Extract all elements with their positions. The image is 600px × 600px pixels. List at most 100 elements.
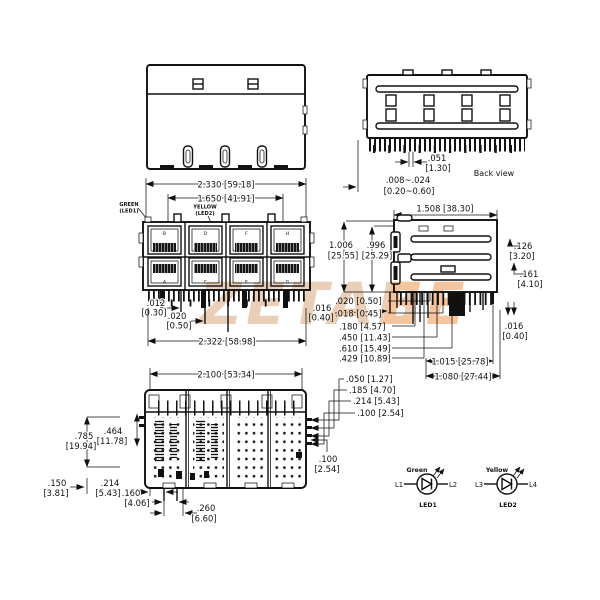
led1-diode-triangle	[421, 477, 433, 491]
back-view-bar-bottom	[375, 122, 519, 130]
side-row-020: .020 [0.50]	[335, 296, 382, 306]
bottom-view-dividers	[185, 390, 271, 488]
top-view-latch-windows	[192, 78, 259, 90]
port-letter: H	[286, 231, 290, 237]
port-letter: D	[204, 231, 208, 237]
side-dim-126: .126	[514, 241, 533, 251]
front-dim-020-mm: [0.50]	[166, 321, 191, 331]
bottom-dim-160: .160	[122, 488, 141, 498]
port-letter: G	[286, 280, 290, 286]
bottom-dim-width: 2.100 [53.34]	[197, 370, 254, 380]
bottom-cascade-214: .214 [5.43]	[353, 396, 400, 406]
bottom-cascade-185: .185 [4.70]	[349, 385, 396, 395]
led2-pin-left: L3	[475, 481, 483, 489]
bottom-dim-214-mm: [5.43]	[95, 488, 120, 498]
side-dim-016-right-mm: [0.40]	[502, 331, 527, 341]
side-dim-1006-mm: [25.55]	[328, 251, 359, 261]
bottom-view-black-pins	[139, 416, 312, 480]
front-led-yellow-ref: (LED2)	[195, 211, 214, 217]
front-dim-width: 2.330 [59.18]	[197, 180, 254, 190]
side-dim-161: .161	[520, 269, 539, 279]
side-dim-996-mm: [25.29]	[362, 251, 393, 261]
side-row-018: .018 [0.45]	[335, 309, 382, 319]
front-dim-020: .020	[168, 311, 187, 321]
bottom-dim-260: .260	[197, 503, 216, 513]
watermark-text-tan: ZETAB	[194, 270, 432, 337]
port-letter: B	[163, 231, 166, 237]
side-view-led-windows	[390, 231, 412, 285]
led1-pin-left: L1	[395, 481, 403, 489]
back-dim-051: .051	[428, 153, 447, 163]
bottom-dim-260-mm: [6.60]	[191, 514, 216, 524]
side-view-slots	[410, 235, 492, 281]
bottom-dim-100-mm: [2.54]	[314, 464, 339, 474]
led1-emission-arrow	[436, 468, 445, 479]
led2-emission-arrow	[516, 468, 525, 479]
bottom-view-coils	[155, 420, 218, 462]
bottom-right-cascade: .050 [1.27] .185 [4.70] .214 [5.43] .100…	[310, 373, 405, 474]
side-view: 1.508 [38.30]	[307, 202, 542, 383]
port-letters: B D F H A C E G	[163, 231, 290, 286]
back-view-slots	[385, 94, 511, 122]
front-view: 2.330 [59.18] 1.650 [41.91] GREEN (LED1)…	[119, 178, 315, 348]
top-view-outline	[146, 64, 306, 170]
side-row-450: .450 [11.43]	[339, 333, 391, 343]
side-dim-1006: 1.006	[329, 240, 353, 250]
back-view-side-bumps	[362, 78, 532, 130]
bottom-dim-160-mm: [4.06]	[124, 498, 149, 508]
side-row-429: .429 [10.89]	[339, 354, 391, 364]
bottom-dim-214: .214	[101, 478, 120, 488]
side-dim-161-mm: [4.10]	[517, 279, 542, 289]
top-view-notch	[302, 105, 308, 115]
led1-schematic: Green L1 L2 LED1	[395, 466, 457, 509]
bottom-dim-785-mm: [19.94]	[66, 441, 97, 451]
side-row-610: .610 [15.49]	[339, 344, 391, 354]
led1-name: LED1	[419, 502, 437, 509]
front-view-top-tabs	[144, 213, 308, 223]
back-view: .051 [1.30] .008~.024 [0.20~0.60] Back v…	[343, 69, 532, 196]
led2-symbol	[496, 473, 518, 495]
front-view-pin-row	[148, 290, 306, 332]
top-view-posts	[182, 145, 268, 168]
side-dim-016-left: .016	[313, 303, 332, 313]
bottom-dim-100: .100	[319, 454, 338, 464]
front-led-green-ref: (LED1)	[119, 209, 138, 215]
side-dim-126-mm: [3.20]	[509, 251, 534, 261]
top-view-notch	[302, 125, 308, 135]
side-view-pins	[389, 292, 494, 324]
led1-symbol	[416, 473, 438, 495]
side-dim-016-right: .016	[505, 321, 524, 331]
front-dim-012-mm: [0.30]	[141, 308, 166, 318]
port-letter: F	[245, 231, 248, 237]
back-view-caption: Back view	[474, 169, 515, 178]
back-dim-range: .008~.024	[386, 175, 430, 185]
side-pin-position-dims: .020 [0.50] .018 [0.45] .180 [4.57] .450…	[334, 292, 453, 365]
side-dim-016-left-mm: [0.40]	[308, 313, 333, 323]
side-dim-1080: 1.080 [27.44]	[434, 372, 491, 382]
front-view-side-flanges	[138, 232, 315, 268]
port-letter: E	[245, 280, 248, 286]
side-dim-996: .996	[367, 240, 386, 250]
bottom-dim-464: .464	[104, 426, 123, 436]
led2-schematic: Yellow L3 L4 LED2	[475, 466, 537, 509]
top-view-feet	[160, 165, 288, 169]
bottom-dim-150: .150	[48, 478, 67, 488]
bottom-dim-464-mm: [11.78]	[97, 436, 128, 446]
bottom-view-strip-blocks	[148, 394, 303, 416]
back-view-pin-row	[369, 138, 525, 153]
back-view-top-tabs	[402, 69, 492, 76]
side-dim-depth: 1.508 [38.30]	[416, 204, 473, 214]
bottom-view: 2.100 [53.34]	[43, 368, 405, 525]
front-led-green-label: GREEN	[119, 202, 138, 208]
rj45-ports	[147, 225, 305, 287]
back-view-bar-top	[375, 85, 519, 93]
led1-emission-arrow	[432, 466, 441, 477]
watermark-text-orange: EE	[376, 270, 475, 337]
bottom-dim-785: .785	[75, 431, 94, 441]
bottom-left-dims: .464 [11.78] .785 [19.94] .150 [3.81] .2…	[43, 413, 218, 525]
led2-pin-right: L4	[529, 481, 537, 489]
back-dim-051-mm: [1.30]	[425, 163, 450, 173]
front-dim-led-span: 1.650 [41.91]	[197, 194, 254, 204]
